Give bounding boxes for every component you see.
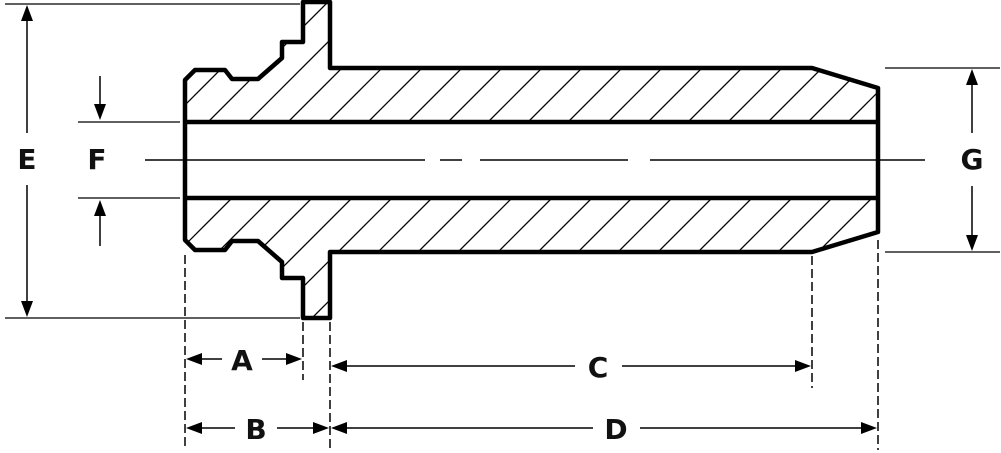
label-c: C [588,351,609,384]
dimension-c: C [331,351,811,384]
dimension-g: G [961,69,984,251]
label-b: B [245,413,266,446]
label-a: A [231,344,253,377]
label-e: E [17,143,36,176]
label-g: G [961,143,984,176]
hatch-upper [185,2,878,122]
dimension-b: B [186,413,329,446]
dimension-d: D [331,413,877,446]
dimension-f: F [87,76,107,246]
hatch-lower [185,198,878,318]
guide-body-outline [182,0,881,321]
dimension-e: E [17,5,37,317]
label-d: D [604,413,627,446]
label-f: F [87,143,106,176]
dimension-a: A [186,344,302,377]
